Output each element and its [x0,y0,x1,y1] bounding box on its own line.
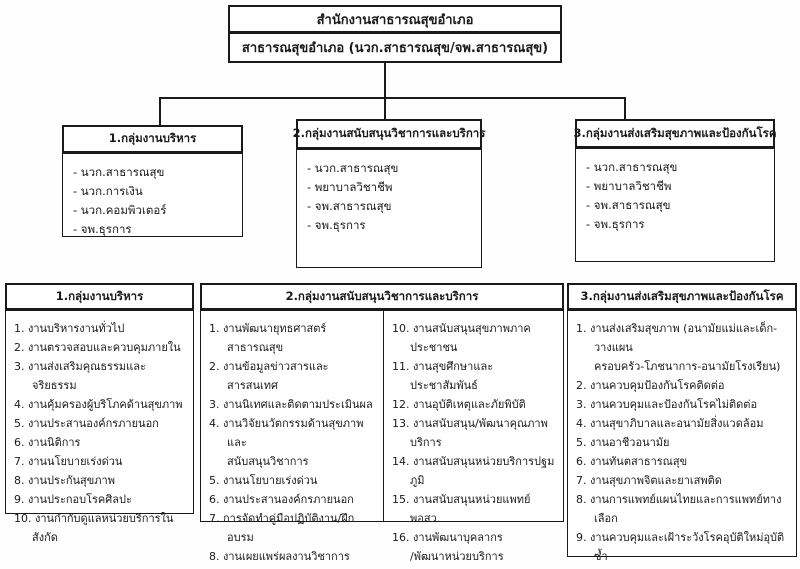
list-item: - นวก.สาธารณสุข [73,165,165,179]
connector-drop-right [624,97,626,120]
list-item: - นวก.สาธารณสุข [307,161,399,175]
list-item: 7. การจัดทำคู่มือปฏิบัติงาน/ฝึกอบรม [209,512,355,544]
list-item: 14. งานสนับสนุนหน่วยบริการปฐมภูมิ [392,455,555,487]
list-item: 6. งานทันตสาธารณสุข [576,455,688,468]
list-item: 10. งานสนับสนุนสุขภาพภาคประชาชน [392,322,531,354]
list-item: 5. งานนโยบายเร่งด่วน [209,474,318,487]
detail2-column-right: 10. งานสนับสนุนสุขภาพภาคประชาชน 11. งานสุ… [384,311,563,563]
list-item: 4. งานวิจัยนวัตกรรมด้านสุขภาพและ สนับสนุ… [209,417,364,468]
list-item: 10. งานกำกับดูแลหน่วยบริการในสังกัด [14,512,174,544]
chief-title: สาธารณสุขอำเภอ (นวก.สาธารณสุข/จพ.สาธารณส… [241,41,549,56]
list-item: 9. งานควบคุมและเฝ้าระวังโรคอุบัติใหม่อุบ… [576,531,785,563]
list-item: 8. งานเผยแพร่ผลงานวิชาการ [209,550,350,563]
list-item: 2. งานข้อมูลข่าวสารและสารสนเทศ [209,360,329,392]
list-item: - พยาบาลวิชาชีพ [586,179,672,193]
list-item: - จพ.ธุรการ [73,222,132,236]
connector-stem [384,63,386,98]
connector-horizontal [159,97,626,99]
list-item: 2. งานตรวจสอบและควบคุมภายใน [14,341,181,354]
list-item: 7. งานสุขภาพจิตและยาเสพติด [576,474,722,487]
connector-drop-middle [384,97,386,120]
list-item: - นวก.สาธารณสุข [586,160,678,174]
list-item: 5. งานอาชีวอนามัย [576,436,670,449]
list-item: 5. งานประสานองค์กรภายนอก [14,417,159,430]
office-title-box: สำนักงานสาธารณสุขอำเภอ [228,5,562,33]
list-item: 9. งานประกอบโรคศิลปะ [14,493,132,506]
group3-staff-list: - นวก.สาธารณสุข - พยาบาลวิชาชีพ - จพ.สาธาร… [576,149,774,234]
group3-title-box: 3.กลุ่มงานส่งเสริมสุขภาพและป้องกันโรค [573,119,777,148]
list-item: - จพ.สาธารณสุข [586,198,671,212]
group3-staff-box: - นวก.สาธารณสุข - พยาบาลวิชาชีพ - จพ.สาธาร… [575,148,775,262]
list-item: 6. งานประสานองค์กรภายนอก [209,493,354,506]
detail2-task-list-right: 10. งานสนับสนุนสุขภาพภาคประชาชน 11. งานสุ… [384,311,563,569]
group2-staff-list: - นวก.สาธารณสุข - พยาบาลวิชาชีพ - จพ.สาธาร… [297,150,481,235]
detail1-title: 1.กลุ่มงานบริหาร [55,288,144,303]
detail2-task-list-left: 1. งานพัฒนายุทธศาสตร์สาธารณสุข 2. งานข้อม… [201,311,383,569]
list-item: 1. งานบริหารงานทั่วไป [14,322,125,335]
list-item: 13. งานสนับสนุน/พัฒนาคุณภาพบริการ [392,417,548,449]
list-item: - นวก.คอมพิวเตอร์ [73,203,167,217]
list-item: 8. งานการแพทย์แผนไทยและการแพทย์ทางเลือก [576,493,782,525]
group3-title: 3.กลุ่มงานส่งเสริมสุขภาพและป้องกันโรค [573,125,777,140]
list-item: 2. งานควบคุมป้องกันโรคติดต่อ [576,379,725,392]
list-item: - นวก.การเงิน [73,184,143,198]
connector-drop-left [159,97,161,125]
detail1-body-box: 1. งานบริหารงานทั่วไป 2. งานตรวจสอบและควบ… [5,310,194,544]
list-item: 1. งานส่งเสริมสุขภาพ (อนามัยแม่และเด็ก-ว… [576,322,781,373]
list-item: 3. งานควบคุมและป้องกันโรคไม่ติดต่อ [576,398,758,411]
list-item: 3. งานนิเทศและติดตามประเมินผล [209,398,373,411]
list-item: 8. งานประกันสุขภาพ [14,474,115,487]
list-item: 16. งานพัฒนาบุคลากร /พัฒนาหน่วยบริการ [392,531,504,563]
detail1-header-box: 1.กลุ่มงานบริหาร [5,283,194,310]
group1-staff-box: - นวก.สาธารณสุข - นวก.การเงิน - นวก.คอมพิว… [62,153,243,237]
detail3-header-box: 3.กลุ่มงานส่งเสริมสุขภาพและป้องกันโรค [567,283,797,310]
group2-staff-box: - นวก.สาธารณสุข - พยาบาลวิชาชีพ - จพ.สาธาร… [296,149,482,268]
list-item: 7. งานนโยบายเร่งด่วน [14,455,123,468]
list-item: - จพ.ธุรการ [307,218,366,232]
group1-title-box: 1.กลุ่มงานบริหาร [62,125,243,153]
list-item: 3. งานส่งเสริมคุณธรรมและจริยธรรม [14,360,146,392]
detail2-title: 2.กลุ่มงานสนับสนุนวิชาการและบริการ [285,288,479,303]
list-item: 4. งานสุขาภิบาลและอนามัยสิ่งแวดล้อม [576,417,764,430]
list-item: - จพ.สาธารณสุข [307,199,392,213]
detail3-body-box: 1. งานส่งเสริมสุขภาพ (อนามัยแม่และเด็ก-ว… [567,310,797,563]
office-title: สำนักงานสาธารณสุขอำเภอ [316,12,474,28]
group1-title: 1.กลุ่มงานบริหาร [108,131,197,145]
detail1-task-list: 1. งานบริหารงานทั่วไป 2. งานตรวจสอบและควบ… [6,311,193,547]
group2-title: 2.กลุ่มงานสนับสนุนวิชาการและบริการ [292,126,486,140]
list-item: 15. งานสนับสนุนหน่วยแพทย์ พอสว. [392,493,531,525]
list-item: 11. งานสุขศึกษาและประชาสัมพันธ์ [392,360,494,392]
detail2-body-box: 1. งานพัฒนายุทธศาสตร์สาธารณสุข 2. งานข้อม… [200,310,564,563]
list-item: 6. งานนิติการ [14,436,81,449]
list-item: - พยาบาลวิชาชีพ [307,180,393,194]
chief-title-box: สาธารณสุขอำเภอ (นวก.สาธารณสุข/จพ.สาธารณส… [228,32,562,63]
detail3-task-list: 1. งานส่งเสริมสุขภาพ (อนามัยแม่และเด็ก-ว… [568,311,796,569]
list-item: 4. งานคุ้มครองผู้บริโภคด้านสุขภาพ [14,398,183,411]
list-item: 1. งานพัฒนายุทธศาสตร์สาธารณสุข [209,322,327,354]
detail3-title: 3.กลุ่มงานส่งเสริมสุขภาพและป้องกันโรค [580,288,784,303]
list-item: 12. งานอุบัติเหตุและภัยพิบัติ [392,398,526,411]
list-item: - จพ.ธุรการ [586,217,645,231]
detail2-column-left: 1. งานพัฒนายุทธศาสตร์สาธารณสุข 2. งานข้อม… [201,311,384,563]
detail2-header-box: 2.กลุ่มงานสนับสนุนวิชาการและบริการ [200,283,564,310]
group1-staff-list: - นวก.สาธารณสุข - นวก.การเงิน - นวก.คอมพิว… [63,154,242,239]
group2-title-box: 2.กลุ่มงานสนับสนุนวิชาการและบริการ [293,119,485,149]
